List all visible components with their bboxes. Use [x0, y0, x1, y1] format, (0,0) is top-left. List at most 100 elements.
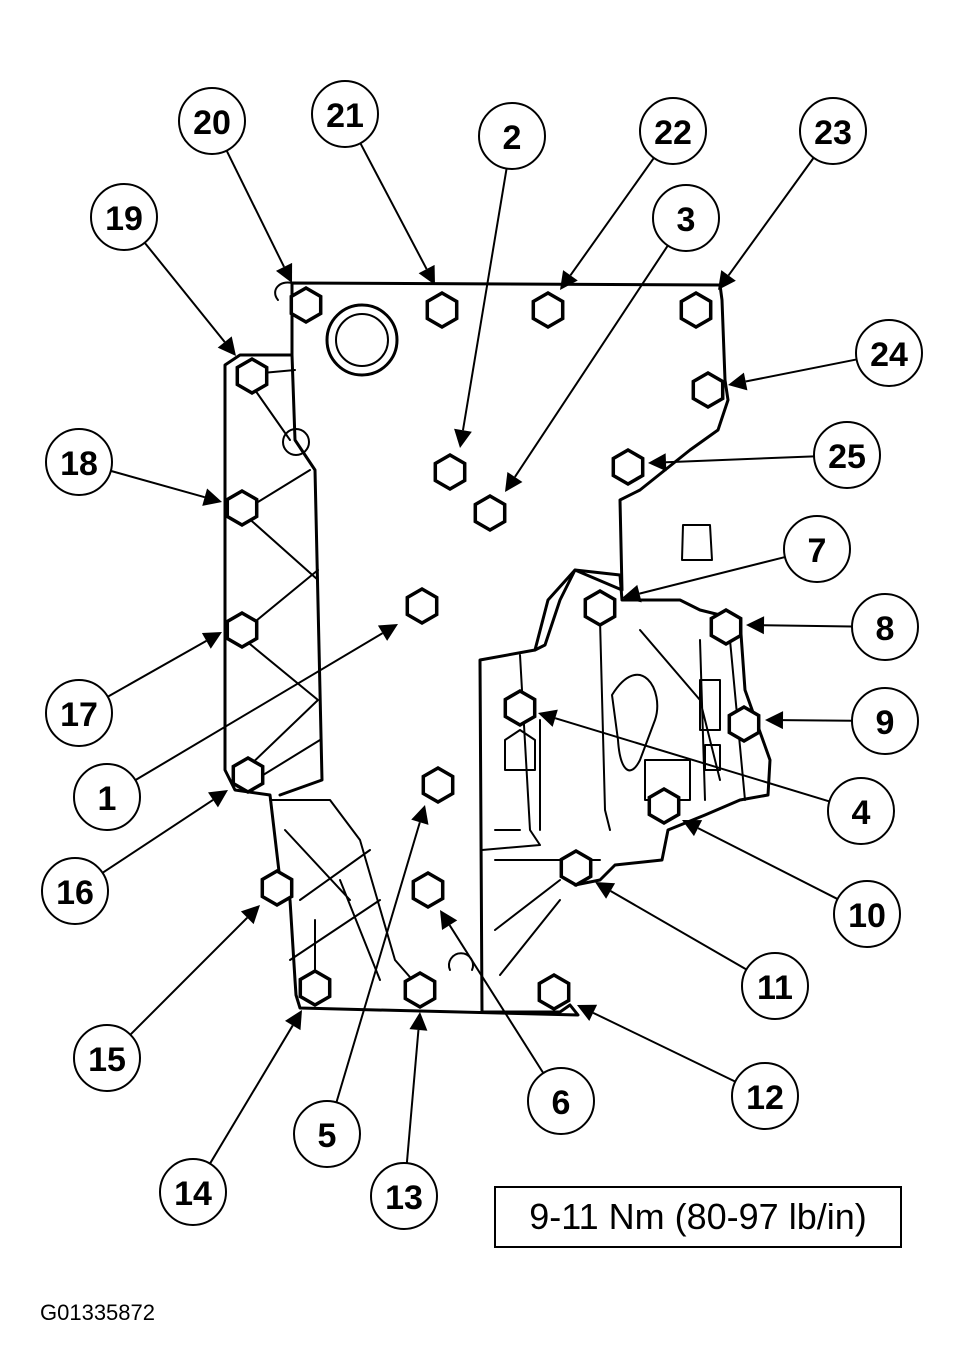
callout-circle	[73, 1024, 141, 1092]
arrowhead-14	[285, 1010, 302, 1031]
bolt-11	[559, 848, 593, 888]
callout-6: 6	[527, 1067, 595, 1135]
callout-14: 14	[159, 1158, 227, 1226]
callout-label: 24	[870, 336, 908, 374]
callout-circle	[731, 1062, 799, 1130]
callout-19: 19	[90, 183, 158, 251]
callout-circle	[855, 319, 923, 387]
bolt-18	[225, 488, 259, 528]
bolt-10	[647, 786, 681, 826]
bolt-8	[709, 607, 743, 647]
callout-circle	[851, 593, 919, 661]
callout-label: 12	[746, 1079, 784, 1117]
callout-label: 22	[654, 114, 692, 152]
arrowhead-2	[454, 428, 472, 448]
callout-label: 20	[193, 104, 231, 142]
arrowhead-7	[622, 584, 642, 603]
callout-1: 1	[73, 763, 141, 831]
callout-label: 16	[56, 874, 94, 912]
callout-5: 5	[293, 1100, 361, 1168]
bolt-20	[289, 285, 323, 325]
bolt-7	[583, 588, 617, 628]
bolt-24	[691, 370, 725, 410]
leader-line-18	[110, 469, 205, 499]
arrowhead-20	[275, 262, 293, 283]
leader-line-23	[727, 157, 815, 277]
leader-line-20	[225, 150, 285, 268]
bolt-group	[225, 285, 761, 1012]
callout-label: 23	[814, 114, 852, 152]
callout-label: 9	[876, 704, 895, 742]
callout-label: 11	[757, 969, 793, 1007]
callout-12: 12	[731, 1062, 799, 1130]
callout-label: 19	[105, 200, 143, 238]
leader-line-1	[134, 632, 384, 781]
callout-circle	[741, 952, 809, 1020]
callout-11: 11	[741, 952, 809, 1020]
callout-circle	[45, 679, 113, 747]
leader-line-2	[461, 168, 508, 431]
callout-label: 25	[828, 438, 866, 476]
callout-circle	[45, 428, 113, 496]
leader-line-5	[335, 821, 421, 1103]
arrowhead-1	[377, 624, 398, 641]
callout-label: 13	[385, 1179, 423, 1217]
callout-label: 17	[60, 696, 98, 734]
arrowhead-5	[411, 805, 429, 825]
callout-circle	[851, 687, 919, 755]
leader-line-13	[405, 1029, 420, 1164]
arrowhead-17	[201, 632, 222, 649]
leader-line-22	[569, 157, 655, 276]
bolt-14	[298, 968, 332, 1008]
leader-line-16	[101, 799, 214, 874]
leader-line-17	[107, 640, 207, 698]
callout-8: 8	[851, 593, 919, 661]
leader-line-3	[514, 244, 669, 478]
bolt-12	[537, 972, 571, 1012]
callout-25: 25	[813, 421, 881, 489]
leader-line-12	[592, 1011, 736, 1083]
callout-label: 4	[852, 794, 871, 832]
callout-label: 8	[876, 610, 895, 648]
arrowhead-23	[718, 270, 736, 290]
arrowhead-18	[202, 488, 222, 506]
arrowhead-8	[746, 616, 765, 635]
bolt-17	[225, 610, 259, 650]
arrowhead-10	[682, 820, 703, 837]
leader-line-9	[782, 719, 853, 722]
callout-18: 18	[45, 428, 113, 496]
torque-spec-text: 9-11 Nm (80-97 lb/in)	[529, 1196, 867, 1237]
bolt-5	[421, 765, 455, 805]
callout-circle	[159, 1158, 227, 1226]
bolt-6	[411, 870, 445, 910]
callout-label: 3	[677, 201, 696, 239]
callout-22: 22	[639, 97, 707, 165]
callout-3: 3	[652, 184, 720, 252]
arrowhead-24	[728, 372, 748, 391]
bolt-13	[403, 970, 437, 1010]
callout-circle	[639, 97, 707, 165]
callout-label: 1	[98, 780, 117, 818]
callout-circle	[833, 880, 901, 948]
bolt-4	[503, 688, 537, 728]
callout-7: 7	[783, 515, 851, 583]
leader-line-19	[143, 242, 226, 343]
callout-circle	[527, 1067, 595, 1135]
callout-13: 13	[370, 1162, 438, 1230]
callout-20: 20	[178, 87, 246, 155]
leader-line-24	[745, 358, 857, 383]
callout-circle	[311, 80, 379, 148]
callout-label: 15	[88, 1041, 126, 1079]
callout-4: 4	[827, 777, 895, 845]
callout-label: 7	[808, 532, 827, 570]
leader-line-10	[697, 827, 839, 900]
leader-line-11	[610, 890, 747, 971]
valve-body-outline	[223, 281, 772, 1017]
callout-label: 6	[552, 1084, 571, 1122]
callout-label: 10	[848, 897, 886, 935]
bolt-3	[473, 493, 507, 533]
bolt-9	[727, 704, 761, 744]
leader-line-8	[763, 624, 853, 628]
